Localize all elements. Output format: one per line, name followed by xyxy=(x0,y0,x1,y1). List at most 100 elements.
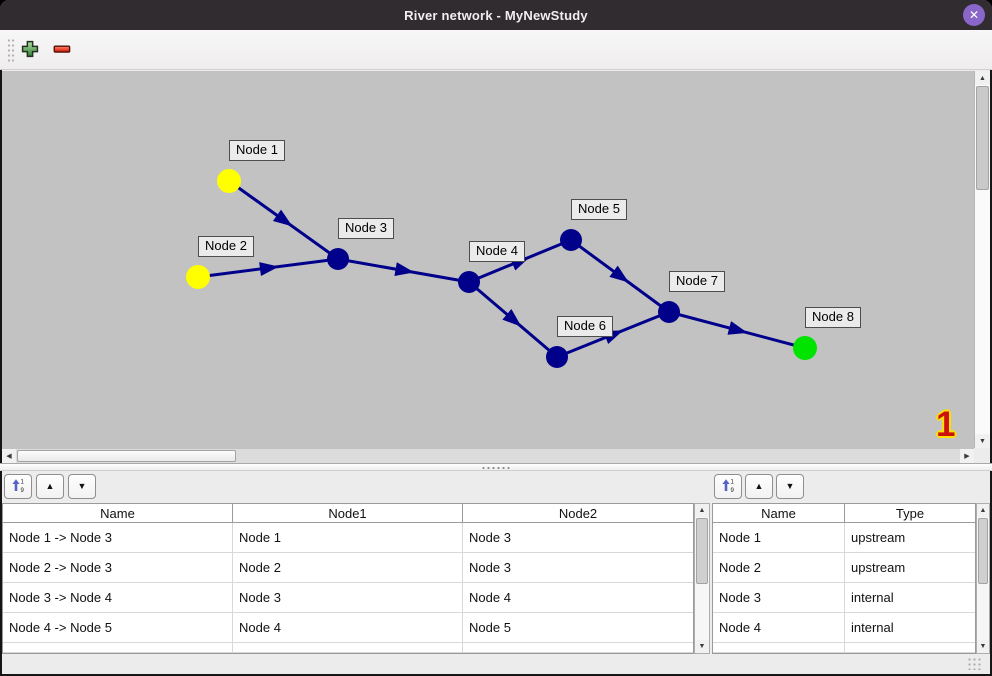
toolbar-drag-handle-icon[interactable] xyxy=(7,38,15,62)
canvas-horizontal-scrollbar[interactable]: ◀ ▶ xyxy=(2,448,974,463)
flow-direction-arrow-icon xyxy=(502,308,522,327)
node-label[interactable]: Node 8 xyxy=(805,307,861,328)
scroll-right-icon[interactable]: ▶ xyxy=(960,449,974,463)
flow-direction-arrow-icon xyxy=(394,262,415,277)
scroll-up-icon[interactable]: ▲ xyxy=(695,504,709,517)
table-cell[interactable]: Node 3 xyxy=(463,523,693,553)
table-cell[interactable]: Node 4 -> Node 5 xyxy=(3,613,233,643)
reach-table-scrollbar[interactable]: ▲ ▼ xyxy=(694,503,710,654)
column-header[interactable]: Node1 xyxy=(233,504,463,523)
svg-text:1: 1 xyxy=(21,480,25,486)
table-cell[interactable]: Node 3 -> Node 4 xyxy=(3,583,233,613)
table-row-partial xyxy=(3,643,693,653)
reach-move-up-button[interactable]: ▲ xyxy=(36,474,64,499)
flow-direction-arrow-icon xyxy=(259,262,279,276)
scroll-down-icon[interactable]: ▼ xyxy=(977,640,989,653)
column-header[interactable]: Name xyxy=(3,504,233,523)
scroll-up-icon[interactable]: ▲ xyxy=(975,71,990,85)
scrollbar-thumb[interactable] xyxy=(696,518,708,584)
node-label[interactable]: Node 3 xyxy=(338,218,394,239)
river-node[interactable] xyxy=(458,271,480,293)
sort-icon: 1 9 xyxy=(720,477,736,496)
table-cell[interactable]: Node 2 xyxy=(233,553,463,583)
scroll-up-icon[interactable]: ▲ xyxy=(977,504,989,517)
table-cell[interactable]: Node 4 xyxy=(713,613,845,643)
table-cell[interactable]: Node 1 xyxy=(233,523,463,553)
river-node[interactable] xyxy=(793,336,817,360)
svg-text:9: 9 xyxy=(731,488,735,493)
river-network-graph xyxy=(186,169,817,368)
table-cell[interactable]: Node 3 xyxy=(233,583,463,613)
column-header[interactable]: Name xyxy=(713,504,845,523)
node-label[interactable]: Node 2 xyxy=(198,236,254,257)
table-row-partial xyxy=(713,643,975,653)
horizontal-splitter[interactable] xyxy=(0,463,992,471)
river-node[interactable] xyxy=(186,265,210,289)
close-button[interactable]: ✕ xyxy=(963,4,985,26)
reach-sort-button[interactable]: 1 9 xyxy=(4,474,32,499)
node-table-scrollbar[interactable]: ▲ ▼ xyxy=(976,503,990,654)
table-cell[interactable]: internal xyxy=(845,613,975,643)
node-label[interactable]: Node 7 xyxy=(669,271,725,292)
column-header[interactable]: Node2 xyxy=(463,504,693,523)
table-cell[interactable]: upstream xyxy=(845,523,975,553)
river-node[interactable] xyxy=(327,248,349,270)
scroll-down-icon[interactable]: ▼ xyxy=(975,434,990,448)
table-cell[interactable]: Node 1 xyxy=(713,523,845,553)
node-move-up-button[interactable]: ▲ xyxy=(745,474,773,499)
river-node[interactable] xyxy=(658,301,680,323)
river-node[interactable] xyxy=(217,169,241,193)
node-sort-button[interactable]: 1 9 xyxy=(714,474,742,499)
add-button[interactable] xyxy=(17,37,43,63)
splitter-handle-icon[interactable] xyxy=(481,466,511,470)
titlebar[interactable]: River network - MyNewStudy ✕ xyxy=(0,0,992,30)
table-cell[interactable]: Node 3 xyxy=(463,553,693,583)
table-cell[interactable]: Node 4 xyxy=(233,613,463,643)
resize-grip-icon[interactable] xyxy=(967,657,982,670)
main-toolbar xyxy=(0,30,992,70)
up-arrow-icon: ▲ xyxy=(754,481,764,491)
down-arrow-icon: ▼ xyxy=(785,481,795,491)
node-label[interactable]: Node 4 xyxy=(469,241,525,262)
flow-direction-arrow-icon xyxy=(727,321,748,335)
scrollbar-thumb[interactable] xyxy=(976,86,989,190)
minus-icon xyxy=(53,40,71,61)
table-cell[interactable]: Node 4 xyxy=(463,583,693,613)
svg-text:9: 9 xyxy=(21,488,25,493)
scrollbar-thumb[interactable] xyxy=(17,450,236,462)
svg-text:1: 1 xyxy=(731,480,735,486)
column-header[interactable]: Type xyxy=(845,504,975,523)
table-cell[interactable]: Node 2 -> Node 3 xyxy=(3,553,233,583)
canvas-vertical-scrollbar[interactable]: ▲ ▼ xyxy=(974,71,990,448)
table-cell[interactable]: Node 5 xyxy=(463,613,693,643)
node-label[interactable]: Node 1 xyxy=(229,140,285,161)
reach-move-down-button[interactable]: ▼ xyxy=(68,474,96,499)
scroll-left-icon[interactable]: ◀ xyxy=(2,449,16,463)
node-label[interactable]: Node 6 xyxy=(557,316,613,337)
network-canvas[interactable]: Node 1 Node 2 Node 3 Node 4 Node 5 Node 6 Node… xyxy=(2,71,974,448)
table-cell[interactable]: internal xyxy=(845,583,975,613)
annotation-marker-1: 1 xyxy=(936,405,956,444)
table-cell[interactable]: Node 1 -> Node 3 xyxy=(3,523,233,553)
scroll-down-icon[interactable]: ▼ xyxy=(695,640,709,653)
table-cell[interactable]: Node 3 xyxy=(713,583,845,613)
river-node[interactable] xyxy=(560,229,582,251)
river-node[interactable] xyxy=(546,346,568,368)
node-label[interactable]: Node 5 xyxy=(571,199,627,220)
scrollbar-thumb[interactable] xyxy=(978,518,988,584)
table-cell[interactable]: upstream xyxy=(845,553,975,583)
remove-button[interactable] xyxy=(49,37,75,63)
table-cell[interactable]: Node 2 xyxy=(713,553,845,583)
node-move-down-button[interactable]: ▼ xyxy=(776,474,804,499)
